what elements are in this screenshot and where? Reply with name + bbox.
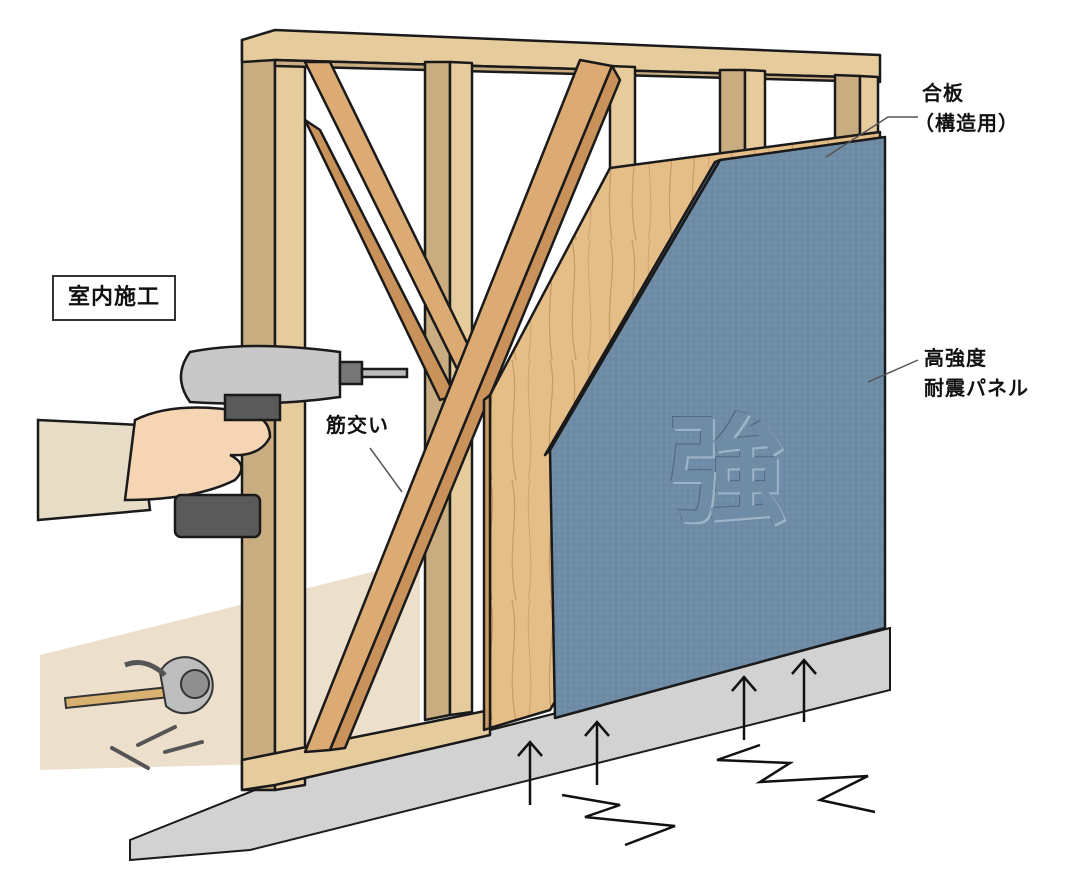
- label-leaders: [369, 116, 919, 493]
- screws-icon: [110, 725, 204, 770]
- label-brace: 筋交い: [326, 413, 389, 437]
- title-box-interior-work: 室内施工: [52, 275, 177, 321]
- label-panel-line1: 高強度: [924, 346, 987, 370]
- seismic-panel: [543, 135, 887, 720]
- tape-measure-icon: [63, 656, 214, 715]
- label-seismic-panel: 高強度 耐震パネル: [924, 343, 1029, 403]
- label-plywood-line2: （構造用）: [914, 111, 1019, 135]
- wood-frame: [240, 28, 882, 792]
- label-plywood-line1: 合板: [922, 81, 964, 105]
- arm: [36, 406, 272, 522]
- label-plywood: 合板 （構造用）: [914, 78, 1019, 138]
- quake-zigzags: [561, 743, 876, 847]
- label-panel-line2: 耐震パネル: [924, 376, 1029, 400]
- panel-emblem: 強: [668, 402, 787, 540]
- power-drill-icon: [173, 344, 409, 539]
- seismic-force-arrows: [517, 658, 817, 805]
